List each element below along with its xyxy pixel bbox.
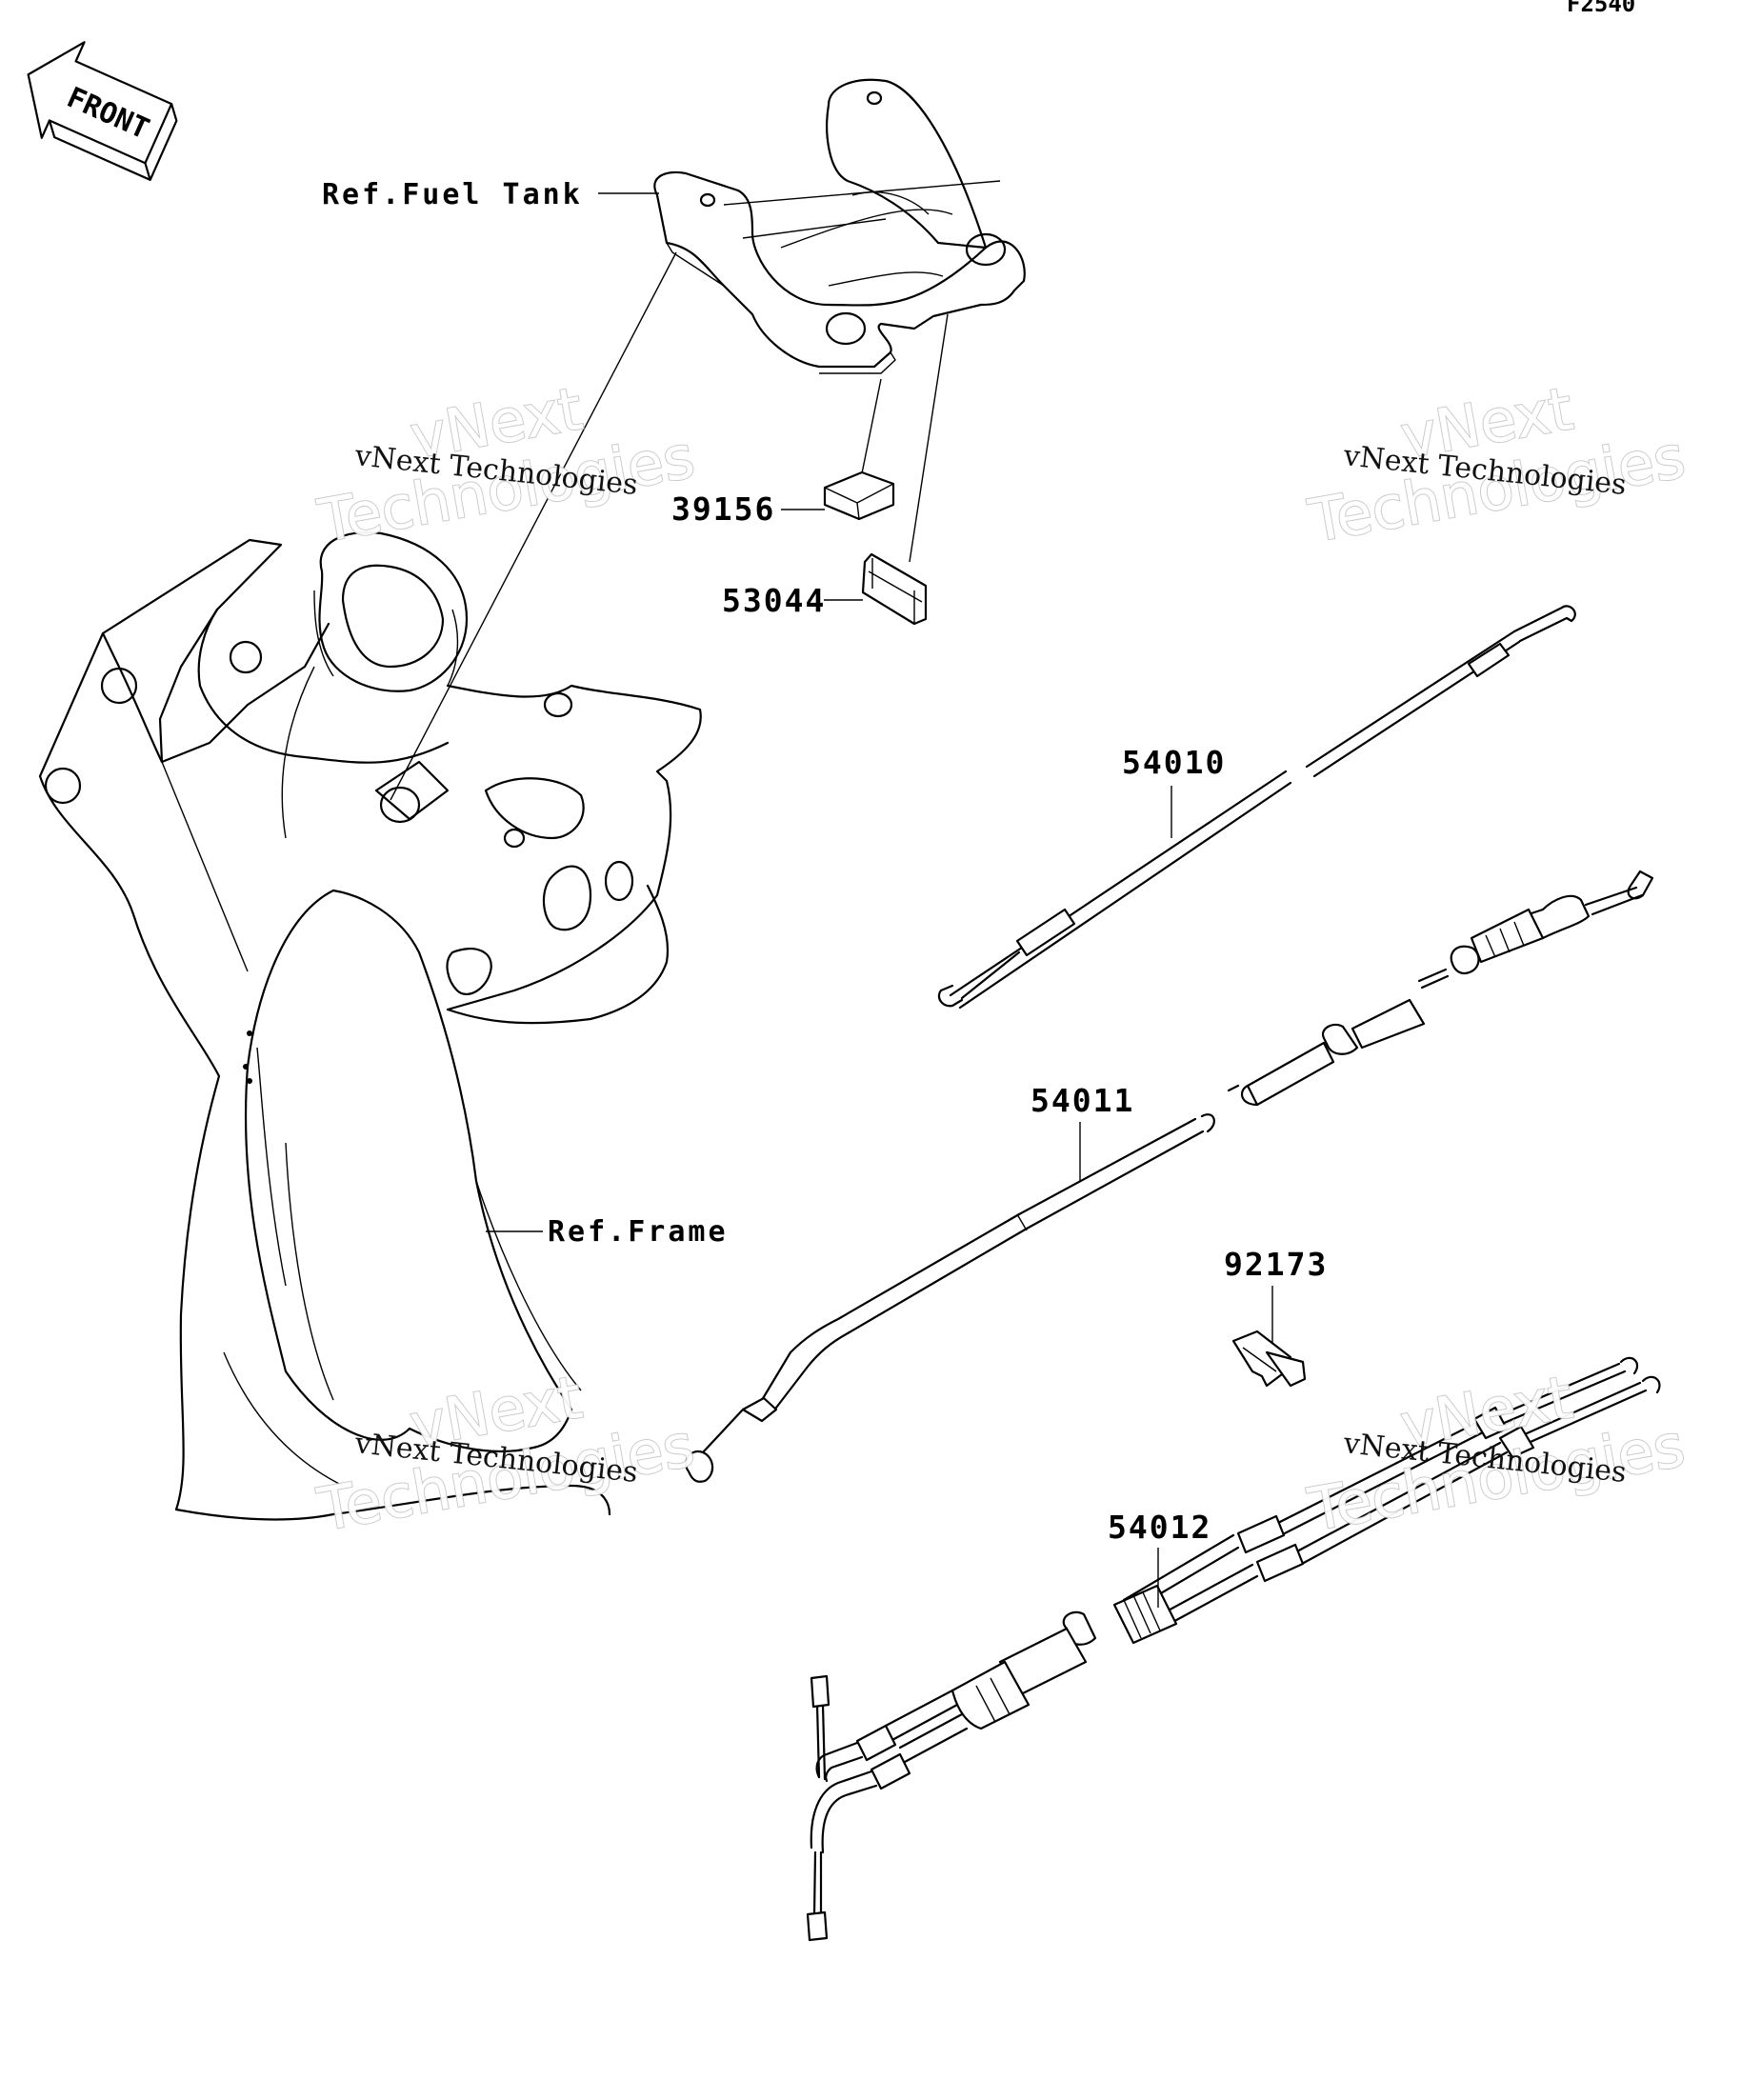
frame-outline	[38, 531, 702, 1521]
part-label-54011: 54011	[1031, 1082, 1134, 1119]
bracket-to-frame-leader	[390, 251, 677, 801]
clip-53044	[861, 552, 928, 626]
ref-frame-label: Ref.Frame	[548, 1215, 729, 1249]
cable-54011	[685, 870, 1654, 1483]
fuel-tank-bracket	[653, 78, 1026, 374]
clamp-92173	[1231, 1330, 1307, 1388]
pad-leader	[860, 378, 882, 479]
clip-leader	[909, 313, 949, 563]
front-arrow-icon: FRONT	[27, 41, 178, 182]
part-label-92173: 92173	[1224, 1246, 1328, 1283]
diagram-code: F2540	[1567, 0, 1635, 17]
cable-54012	[806, 1356, 1661, 1942]
part-label-54012: 54012	[1108, 1509, 1211, 1546]
ref-fuel-tank-label: Ref.Fuel Tank	[322, 178, 583, 211]
part-label-54010: 54010	[1122, 744, 1226, 781]
part-label-53044: 53044	[722, 582, 826, 619]
cable-54010	[937, 605, 1576, 1010]
rubber-pad-39156	[823, 470, 895, 521]
part-label-39156: 39156	[671, 490, 775, 528]
